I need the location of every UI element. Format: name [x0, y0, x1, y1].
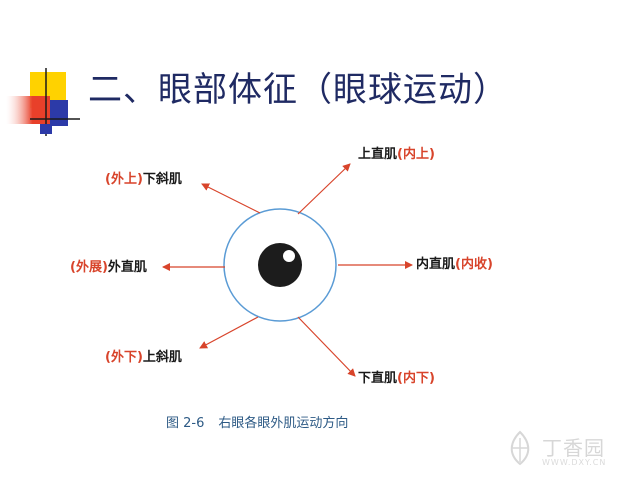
watermark-logo-icon	[510, 430, 530, 466]
figure-number: 图 2-6	[166, 416, 205, 431]
label-medial-rectus: 内直肌(内收)	[416, 257, 493, 273]
muscle-direction: (内收)	[455, 257, 493, 272]
corner-decoration	[6, 68, 80, 136]
figure-caption-text: 右眼各眼外肌运动方向	[218, 416, 349, 431]
eye-movement-diagram	[162, 163, 413, 377]
arrow-superior-oblique	[199, 316, 259, 349]
label-lateral-rectus: (外展)外直肌	[70, 260, 147, 276]
watermark-text: 丁香园	[542, 436, 605, 460]
eye-iris	[258, 243, 302, 287]
muscle-name: 下斜肌	[142, 172, 182, 187]
eye-highlight	[283, 250, 295, 262]
muscle-direction: (外下)	[105, 350, 143, 365]
label-superior-rectus: 上直肌(内上)	[358, 147, 435, 163]
arrow-inferior-oblique	[201, 183, 261, 214]
muscle-name: 上直肌	[358, 147, 398, 162]
arrow-superior-rectus	[297, 163, 351, 215]
arrow-inferior-rectus	[297, 316, 356, 377]
figure-caption: 图 2-6 右眼各眼外肌运动方向	[166, 412, 348, 431]
muscle-direction: (外展)	[70, 260, 108, 275]
muscle-direction: (内上)	[397, 147, 435, 162]
slide-title: 二、眼部体征（眼球运动）	[88, 70, 508, 110]
label-inferior-rectus: 下直肌(内下)	[358, 371, 435, 387]
watermark-url: WWW.DXY.CN	[542, 458, 607, 467]
muscle-direction: (内下)	[397, 371, 435, 386]
deco-small-blue-square	[40, 124, 52, 134]
deco-blue-square	[50, 100, 68, 126]
muscle-name: 下直肌	[358, 371, 398, 386]
muscle-name: 外直肌	[107, 260, 147, 275]
deco-red-square	[6, 96, 50, 124]
muscle-direction: (外上)	[105, 172, 143, 187]
muscle-name: 内直肌	[416, 257, 456, 272]
watermark: 丁香园 WWW.DXY.CN	[502, 428, 632, 472]
label-superior-oblique: (外下)上斜肌	[105, 350, 182, 366]
muscle-name: 上斜肌	[142, 350, 182, 365]
label-inferior-oblique: (外上)下斜肌	[105, 172, 182, 188]
